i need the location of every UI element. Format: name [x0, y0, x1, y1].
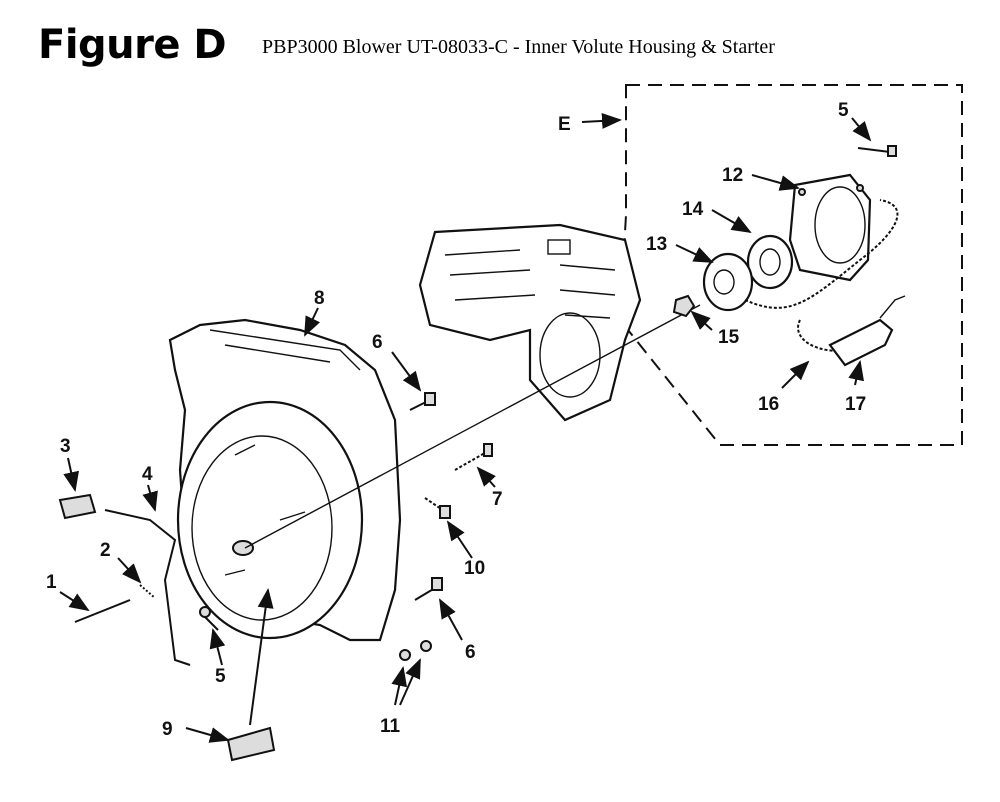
spring-2 [139, 584, 156, 599]
callout-9: 9 [162, 719, 173, 740]
callout-8: 8 [314, 288, 325, 309]
callout-17: 17 [845, 394, 866, 415]
callout-12: 12 [722, 165, 743, 186]
callout-15: 15 [718, 327, 740, 348]
leader-arrows [59, 112, 872, 743]
pin-1 [74, 599, 131, 623]
starter-handle [828, 318, 894, 367]
callout-14: 14 [682, 199, 704, 220]
callout-16: 16 [758, 394, 779, 415]
rod-4 [104, 509, 191, 666]
block-3 [58, 493, 97, 520]
assembly-axis [244, 304, 701, 549]
callout-6-upper: 6 [372, 332, 383, 353]
callout-5-top: 5 [838, 100, 849, 121]
figure-title: Figure D [38, 22, 227, 68]
callout-2: 2 [100, 540, 111, 561]
inset-box-e [618, 84, 963, 446]
callout-e: E [558, 114, 571, 135]
callout-6-lower: 6 [465, 642, 476, 663]
callout-4: 4 [142, 464, 153, 485]
callout-3: 3 [60, 436, 71, 457]
bolt-7 [454, 449, 491, 471]
volute-housing [168, 318, 402, 642]
callout-10: 10 [464, 558, 485, 579]
bolt-5-top [857, 147, 891, 153]
callout-7: 7 [492, 489, 503, 510]
pad-9 [226, 726, 276, 762]
callout-13: 13 [646, 234, 667, 255]
figure-subtitle: PBP3000 Blower UT-08033-C - Inner Volute… [262, 36, 775, 58]
starter-housing [788, 173, 872, 282]
nut [672, 294, 696, 318]
callout-1: 1 [46, 572, 57, 593]
starter-cup [702, 252, 754, 312]
engine-block [418, 223, 642, 422]
recoil-pulley [746, 234, 794, 290]
callout-11: 11 [380, 716, 401, 737]
callout-5-lower: 5 [215, 666, 226, 687]
